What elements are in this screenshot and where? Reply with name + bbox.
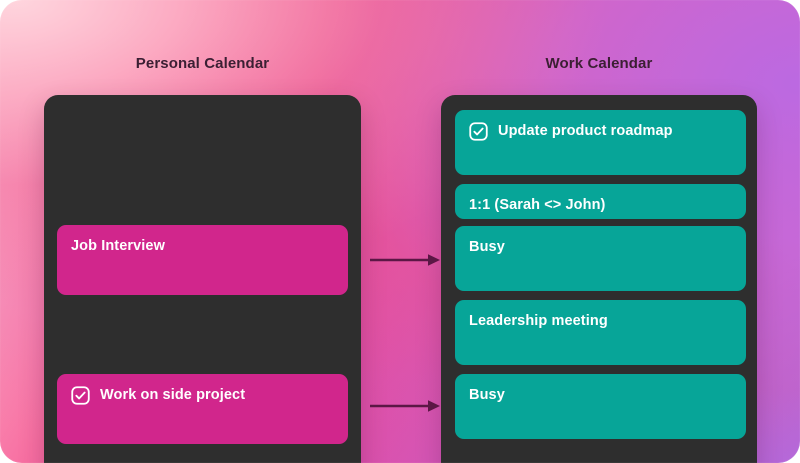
calendar-event[interactable]: Update product roadmap: [455, 110, 746, 175]
calendar-event[interactable]: Work on side project: [57, 374, 348, 444]
calendar-event-label: Job Interview: [71, 238, 165, 254]
checkbox-checked-icon[interactable]: [71, 386, 90, 405]
checkbox-checked-icon[interactable]: [469, 122, 488, 141]
calendar-event[interactable]: Busy: [455, 374, 746, 439]
calendar-event[interactable]: Busy: [455, 226, 746, 291]
calendar-event-label: Work on side project: [100, 387, 246, 403]
calendar-event[interactable]: Job Interview: [57, 225, 348, 295]
calendar-event-label: Busy: [469, 239, 505, 255]
arrow-job-interview-to-busy: [370, 252, 442, 268]
personal-calendar-title: Personal Calendar: [135, 55, 270, 72]
work-calendar-panel: Update product roadmap 1:1 (Sarah <> John…: [441, 95, 757, 463]
calendar-event[interactable]: Leadership meeting: [455, 300, 746, 365]
work-calendar-title: Work Calendar: [545, 55, 653, 72]
calendar-event-label: Update product roadmap: [498, 123, 673, 139]
calendar-event[interactable]: 1:1 (Sarah <> John): [455, 184, 746, 219]
calendar-event-label: Busy: [469, 387, 505, 403]
calendar-event-label: Leadership meeting: [469, 313, 608, 329]
calendar-event-label: 1:1 (Sarah <> John): [469, 197, 606, 213]
arrow-side-project-to-busy: [370, 398, 442, 414]
